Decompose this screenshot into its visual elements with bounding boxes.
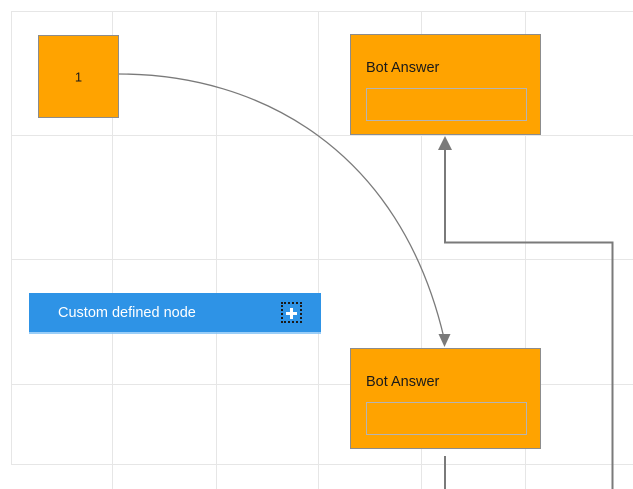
- arrowhead-down-icon: [438, 334, 451, 347]
- start-node-label: 1: [74, 69, 83, 84]
- arrowhead-up-icon: [438, 136, 452, 150]
- plus-icon[interactable]: [281, 302, 302, 323]
- bot-answer-message-slot[interactable]: [366, 88, 527, 121]
- bot-answer-node-bottom[interactable]: Bot Answer: [350, 348, 541, 449]
- custom-defined-node-bar[interactable]: Custom defined node: [29, 293, 321, 332]
- bot-answer-message-slot[interactable]: [366, 402, 527, 435]
- plus-icon-vertical-bar: [290, 308, 293, 319]
- start-node[interactable]: 1: [38, 35, 119, 118]
- bot-answer-node-top[interactable]: Bot Answer: [350, 34, 541, 135]
- bot-answer-title: Bot Answer: [366, 374, 440, 390]
- bot-answer-title: Bot Answer: [366, 60, 440, 76]
- custom-defined-node-label: Custom defined node: [58, 304, 196, 321]
- elbow-connector-loop-to-bot-top[interactable]: [444, 150, 614, 489]
- curved-connector-start-to-bot-bottom[interactable]: [118, 73, 445, 339]
